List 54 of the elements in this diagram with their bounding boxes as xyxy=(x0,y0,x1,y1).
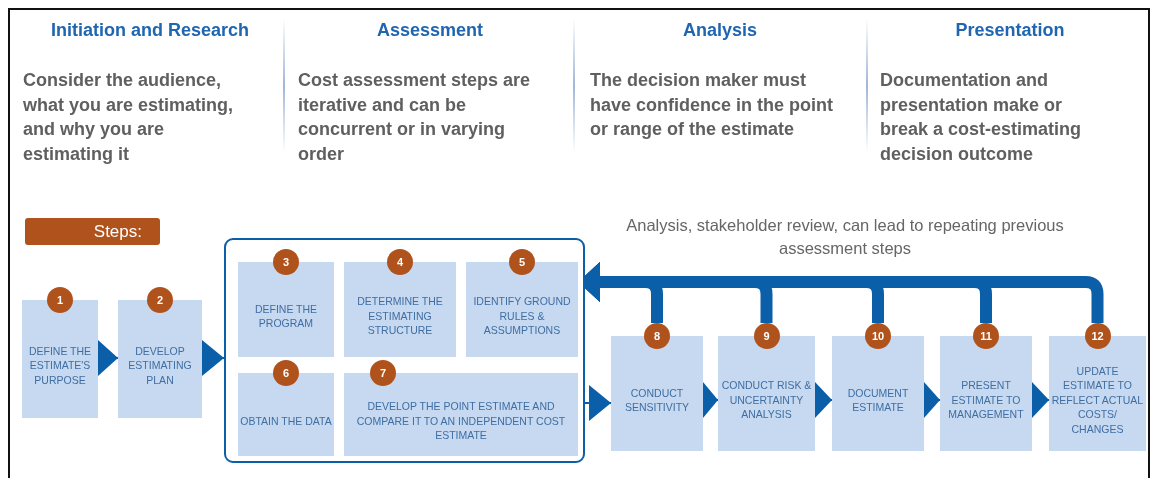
step-label: DEFINE THE PROGRAM xyxy=(253,301,319,331)
step-box xyxy=(466,249,578,357)
phase-heading: Analysis xyxy=(681,20,758,41)
step-box xyxy=(118,287,202,418)
step-number: 11 xyxy=(973,323,999,349)
step-box xyxy=(344,249,456,357)
step-box xyxy=(832,323,924,451)
step-box xyxy=(718,323,815,451)
steps-banner: Steps: xyxy=(25,218,160,245)
step-number: 10 xyxy=(865,323,891,349)
step-box xyxy=(238,360,334,456)
step-number: 12 xyxy=(1084,323,1111,349)
chevron-arrow xyxy=(97,340,119,376)
phase-description: Documentation and presentation make or break a cost-estimating decision outcome xyxy=(880,69,1083,166)
chevron-arrow xyxy=(201,340,225,376)
step-number: 1 xyxy=(47,287,73,313)
phase-heading: Presentation xyxy=(954,20,1066,41)
group-frame xyxy=(224,238,585,463)
step-label: DEFINE THE ESTIMATE'S PURPOSE xyxy=(27,343,93,388)
step-label: DEVELOP ESTIMATING PLAN xyxy=(127,343,193,388)
step-number: 8 xyxy=(644,323,670,349)
step-box xyxy=(940,323,1032,451)
phase-description: Cost assessment steps are iterative and can be concurrent or in varying order xyxy=(298,69,532,166)
note-text: Analysis, stakeholder review, can lead to repeating previous assessment steps xyxy=(625,215,1065,259)
step-label: OBTAIN THE DATA xyxy=(240,413,332,429)
step-box xyxy=(238,249,334,357)
step-label: DOCUMENT ESTIMATE xyxy=(846,385,910,415)
chevron-arrow xyxy=(1031,382,1050,418)
step-number: 2 xyxy=(147,287,173,313)
step-label: PRESENT ESTIMATE TO MANAGEMENT xyxy=(947,378,1025,422)
chevron-arrow xyxy=(814,382,833,418)
phase-heading: Assessment xyxy=(375,20,485,41)
step-number: 7 xyxy=(370,360,396,386)
step-number: 5 xyxy=(509,249,535,275)
phase-description: The decision maker must have confidence in the point or range of the estimate xyxy=(590,69,835,141)
step-label: DEVELOP THE POINT ESTIMATE AND COMPARE IT TO AN INDEPENDENT COST ESTIMATE xyxy=(355,399,567,443)
phase-description: Consider the audience, what you are estimating, and why you are estimating it xyxy=(23,69,235,166)
chevron-arrow xyxy=(923,382,941,418)
step-number: 4 xyxy=(387,249,413,275)
step-box xyxy=(22,287,98,418)
step-label: CONDUCT SENSITIVITY xyxy=(623,385,691,415)
step-label: UPDATE ESTIMATE TO REFLECT ACTUAL COSTS/ CHANGES xyxy=(1051,363,1144,437)
step-number: 6 xyxy=(273,360,299,386)
step-label: DETERMINE THE ESTIMATING STRUCTURE xyxy=(356,294,444,338)
step-box xyxy=(1049,323,1146,451)
step-number: 9 xyxy=(753,323,780,349)
phase-heading: Initiation and Research xyxy=(49,20,250,41)
step-label: IDENTIFY GROUND RULES & ASSUMPTIONS xyxy=(472,294,572,338)
chevron-arrow xyxy=(584,385,612,421)
step-box xyxy=(344,360,578,456)
chevron-arrow xyxy=(702,382,719,418)
step-number: 3 xyxy=(273,249,299,275)
step-label: CONDUCT RISK & UNCERTAINTY ANALYSIS xyxy=(720,378,813,422)
step-box xyxy=(611,323,703,451)
